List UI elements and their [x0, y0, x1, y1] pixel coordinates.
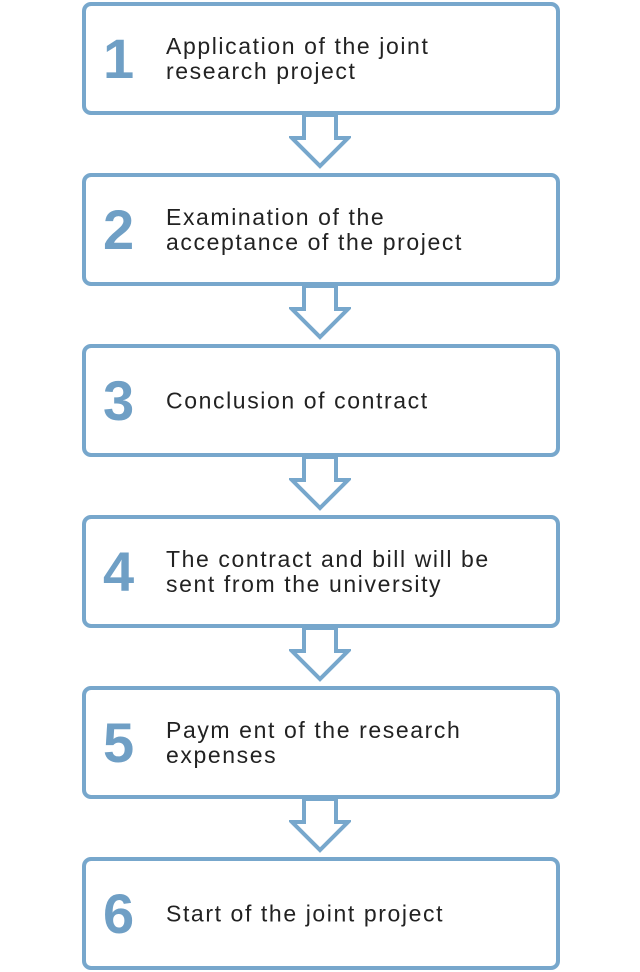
step-number-2: 2	[103, 197, 135, 261]
step-box-1: 1 Application of the joint research proj…	[82, 2, 560, 115]
step-box-5: 5 Paym ent of the research expenses	[82, 686, 560, 799]
step-box-3: 3 Conclusion of contract	[82, 344, 560, 457]
step-text-3: Conclusion of contract	[166, 387, 429, 413]
step-text-6: Start of the joint project	[166, 900, 445, 926]
down-arrow-icon	[289, 284, 351, 340]
step-number-5: 5	[103, 710, 135, 774]
step-box-2: 2 Examination of the acceptance of the p…	[82, 173, 560, 286]
down-arrow-icon	[289, 626, 351, 682]
step-box-4: 4 The contract and bill will be sent fro…	[82, 515, 560, 628]
down-arrow-icon	[289, 113, 351, 169]
step-number-1: 1	[103, 26, 135, 90]
step-number-4: 4	[103, 539, 135, 603]
step-text-5: Paym ent of the research expenses	[166, 716, 462, 768]
step-number-6: 6	[103, 881, 135, 945]
step-box-6: 6 Start of the joint project	[82, 857, 560, 970]
step-text-2: Examination of the acceptance of the pro…	[166, 203, 463, 255]
step-text-4: The contract and bill will be sent from …	[166, 545, 490, 597]
down-arrow-icon	[289, 455, 351, 511]
down-arrow-icon	[289, 797, 351, 853]
step-text-1: Application of the joint research projec…	[166, 32, 430, 84]
step-number-3: 3	[103, 368, 135, 432]
